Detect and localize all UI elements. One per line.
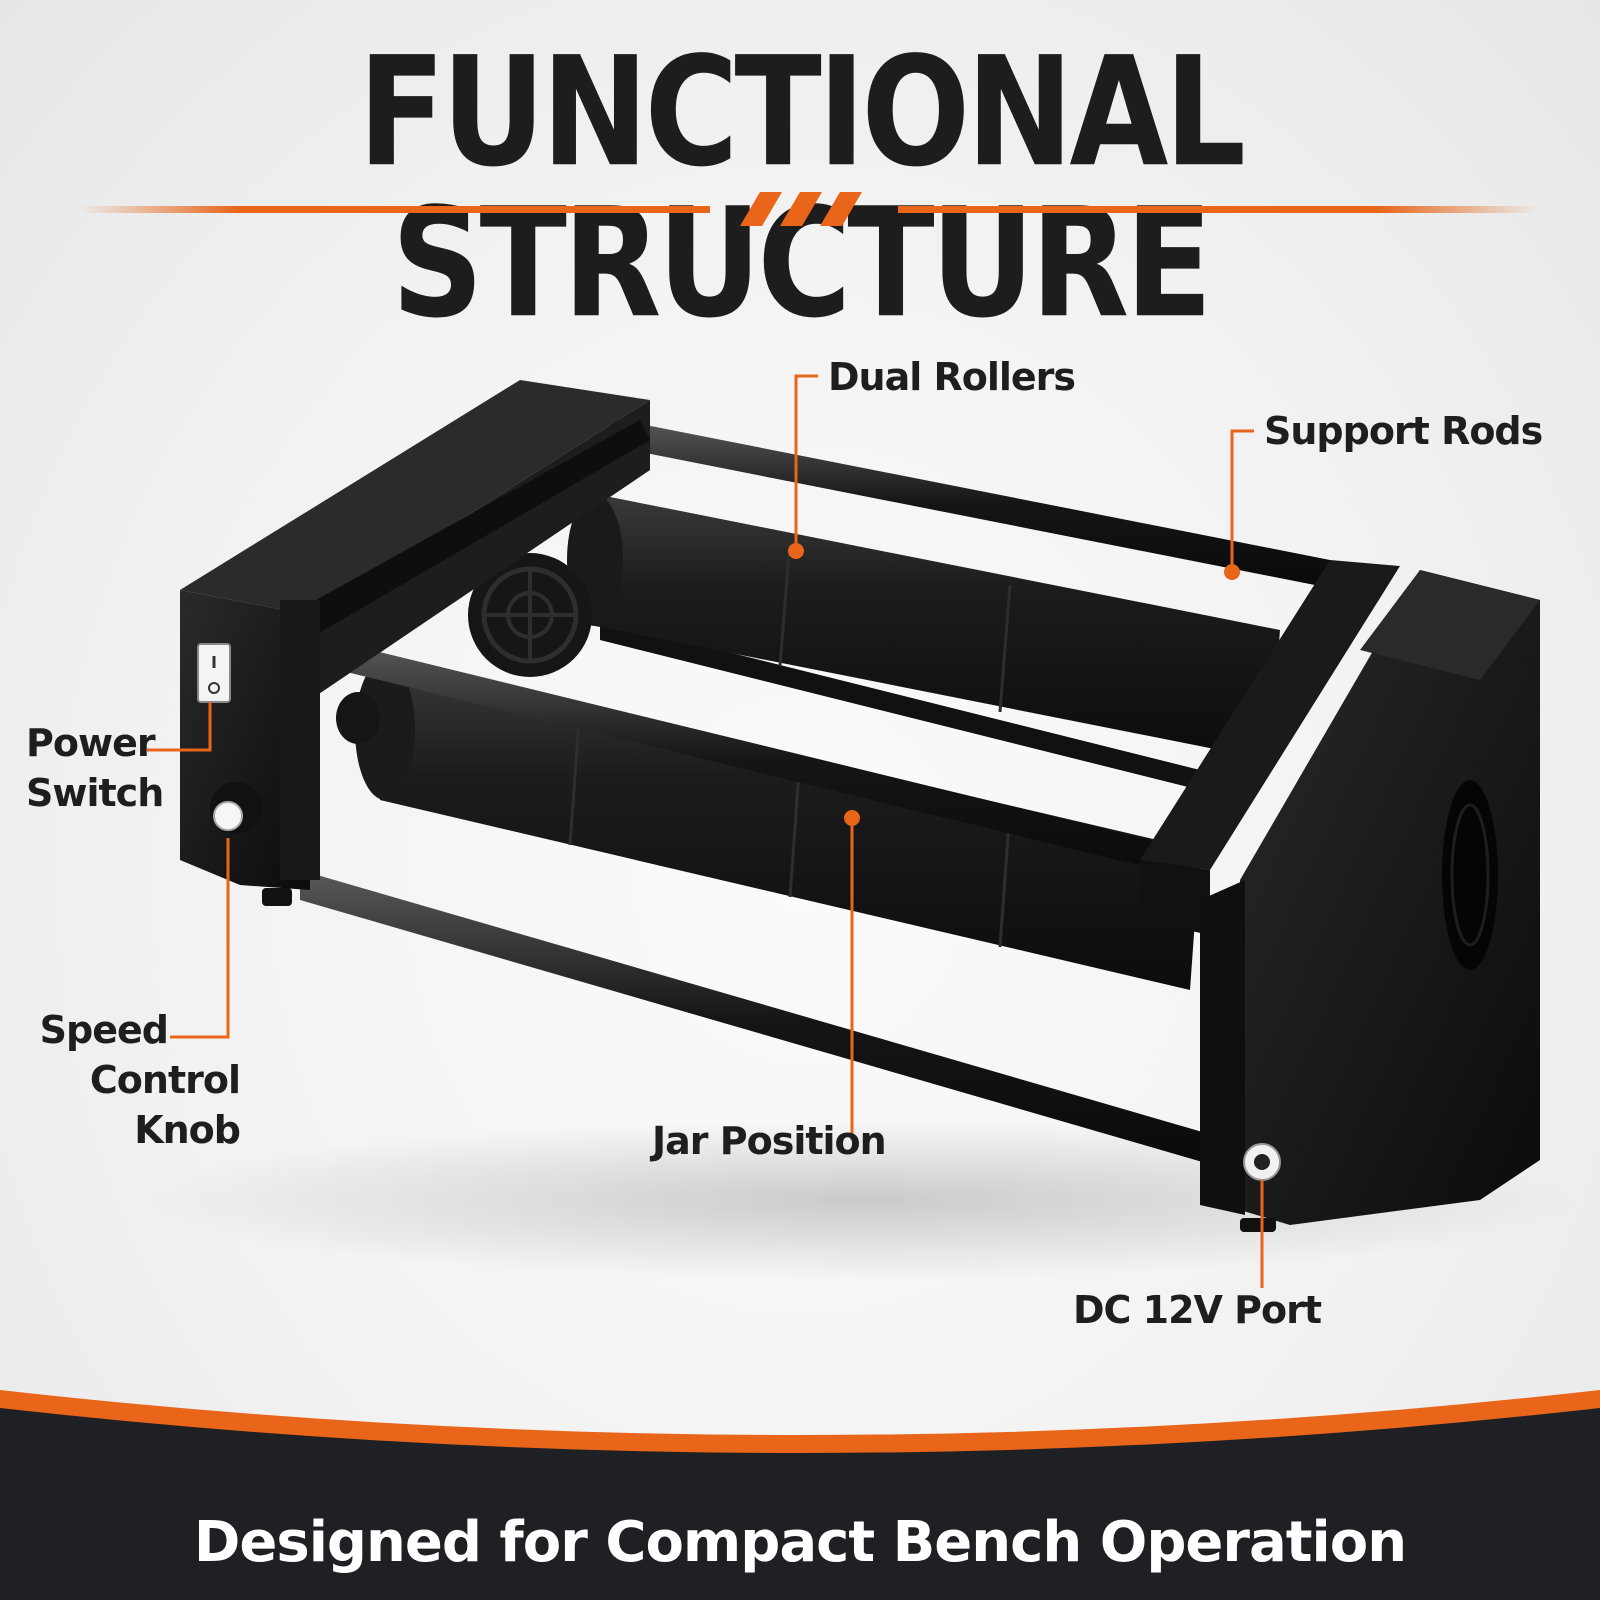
callout-support-rods: Support Rods (1264, 409, 1543, 453)
callout-speed-knob: Speed Control Knob (28, 1005, 241, 1155)
leader-support-rods (1230, 429, 1254, 572)
divider-line-left (80, 206, 710, 213)
motor-fan-disc (468, 553, 592, 677)
speed-knob-icon (210, 782, 262, 834)
callout-power-switch: Power Switch (26, 718, 164, 818)
divider-slash-3 (820, 192, 862, 226)
callout-dc-port: DC 12V Port (1073, 1288, 1322, 1332)
dot-dual-rollers (788, 543, 804, 559)
leader-power-switch (147, 702, 212, 752)
leader-dual-rollers (794, 374, 818, 551)
left-foot (262, 888, 292, 906)
callout-power-switch-line2: Switch (26, 771, 164, 815)
back-support-rod (610, 418, 1330, 588)
footer-tagline: Designed for Compact Bench Operation (193, 1510, 1407, 1575)
divider-line-right (898, 206, 1538, 213)
callout-jar-position: Jar Position (652, 1119, 887, 1163)
middle-support-rod (600, 620, 1200, 790)
callout-dual-rollers: Dual Rollers (828, 355, 1076, 399)
callout-speed-knob-line1: Speed (39, 1008, 169, 1052)
leader-speed-knob (170, 838, 230, 1039)
power-switch-icon (197, 643, 231, 703)
front-foam-roller (355, 660, 1200, 990)
right-end-housing (1140, 560, 1540, 1225)
divider-slash-1 (740, 192, 782, 226)
callout-dots (788, 543, 1240, 826)
callout-power-switch-line1: Power (26, 721, 156, 765)
front-support-rod (330, 640, 1200, 880)
footer-dark-panel (0, 1408, 1600, 1600)
divider-slash-2 (780, 192, 822, 226)
callout-leaders (147, 374, 1264, 1288)
title-divider (80, 192, 1538, 226)
dot-jar-position (844, 810, 860, 826)
right-foot (1240, 1218, 1276, 1232)
callout-speed-knob-line2: Control Knob (89, 1058, 241, 1152)
dot-support-rods (1224, 564, 1240, 580)
dc-port-icon (1243, 1143, 1281, 1181)
bottom-support-rod (300, 870, 1230, 1170)
footer-band (0, 1390, 1600, 1600)
footer-accent-curve (0, 1390, 1600, 1455)
